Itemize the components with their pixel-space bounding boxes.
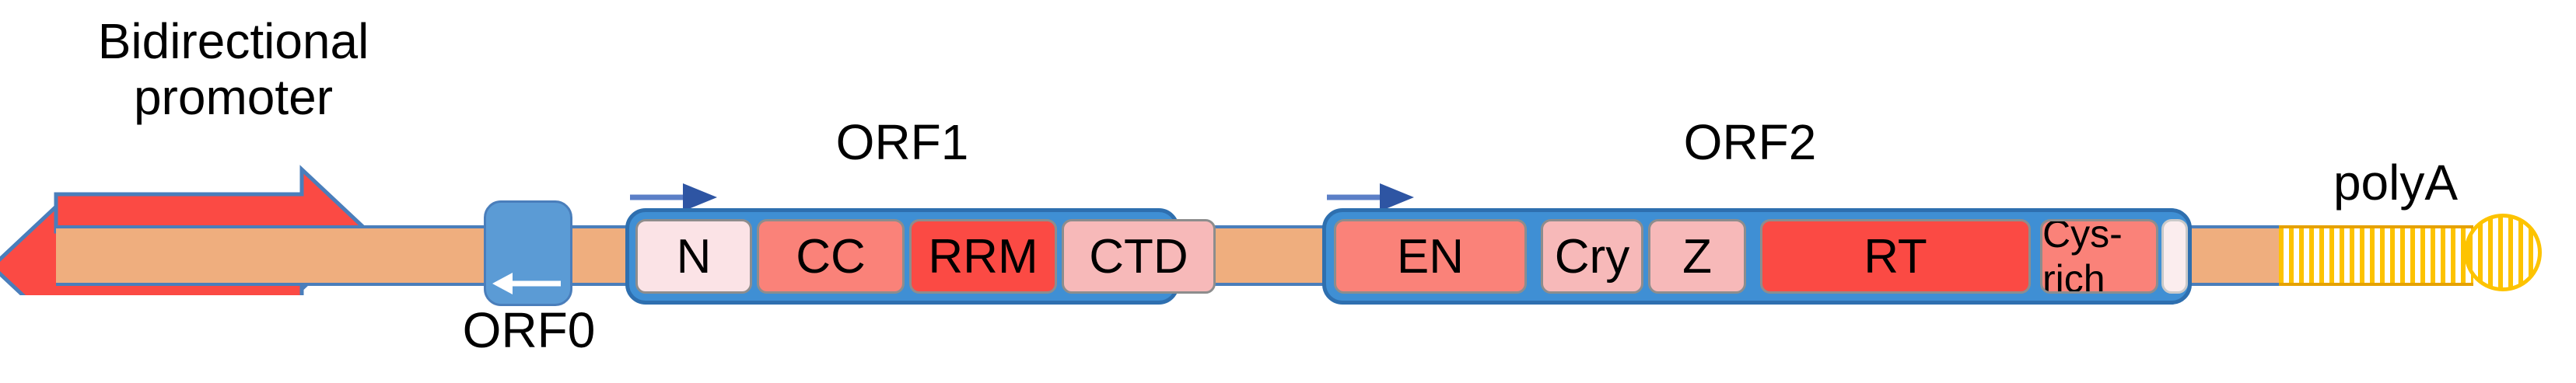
orf2-tss-arrow-icon [1327, 183, 1414, 211]
polya-striped-bar [2279, 225, 2473, 286]
polya-label: polyA [2333, 155, 2459, 211]
orf1-domain-cc[interactable]: CC [757, 219, 905, 294]
orf1-label: ORF1 [835, 114, 969, 170]
orf2-domain-cry[interactable]: Cry [1541, 219, 1643, 294]
orf2-label: ORF2 [1683, 114, 1817, 170]
polya-terminal-circle [2464, 214, 2542, 291]
orf2-domain-terminal[interactable] [2161, 219, 2188, 294]
polya-tail [2279, 214, 2576, 291]
orf1-tss-arrow-icon [630, 183, 717, 211]
orf1-domain-ctd[interactable]: CTD [1062, 219, 1216, 294]
orf1-domain-n[interactable]: N [635, 219, 752, 294]
orf2-container[interactable]: EN Cry Z RT Cys-rich [1322, 208, 2192, 305]
orf2-domain-en[interactable]: EN [1334, 219, 1527, 294]
orf0-box[interactable] [484, 200, 572, 306]
orf2-domain-cys-rich[interactable]: Cys-rich [2040, 219, 2158, 294]
orf1-domain-rrm[interactable]: RRM [909, 219, 1057, 294]
orf1-container[interactable]: N CC RRM CTD [625, 208, 1216, 305]
promoter-label: Bidirectional promoter [97, 13, 369, 125]
orf0-direction-arrow-icon [492, 273, 561, 294]
orf2-domain-z[interactable]: Z [1648, 219, 1746, 294]
orf0-label: ORF0 [462, 302, 596, 358]
orf2-domain-rt[interactable]: RT [1760, 219, 2031, 294]
